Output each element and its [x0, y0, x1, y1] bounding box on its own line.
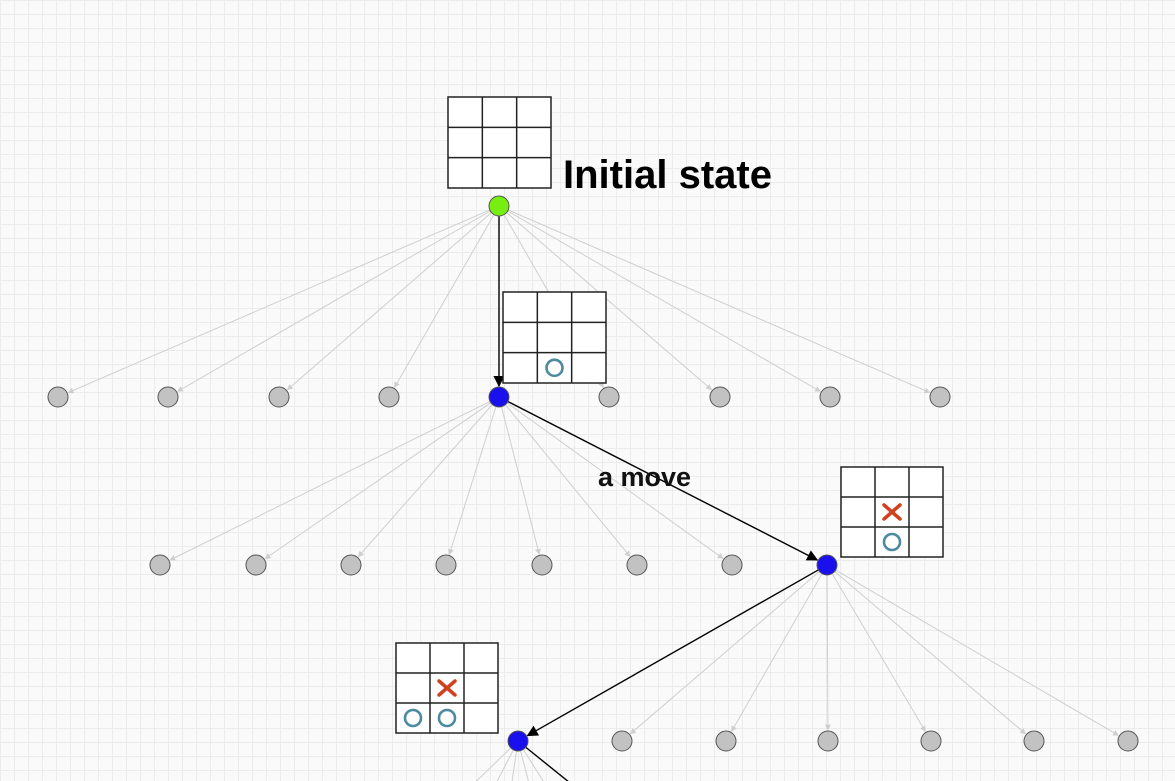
leaf-node: [245, 554, 267, 576]
x-mark: [882, 503, 902, 521]
leaf-node: [817, 730, 839, 752]
board-states: [395, 96, 944, 734]
faded-edge: [67, 209, 491, 394]
faded-edge: [264, 402, 492, 560]
faded-edge: [629, 571, 820, 735]
leaf-node: [340, 554, 362, 576]
faded-edge: [834, 571, 1027, 735]
leaf-node: [715, 730, 737, 752]
board-frame: [502, 291, 607, 384]
leaf-node: [378, 386, 400, 408]
faded-edges: [67, 209, 1120, 781]
o-mark: [403, 708, 423, 728]
leaf-node: [435, 554, 457, 576]
leaf-node: [1023, 730, 1045, 752]
faded-edge: [507, 210, 821, 392]
board-initial: [447, 96, 552, 189]
leaf-node: [611, 730, 633, 752]
faded-edge: [506, 402, 724, 559]
o-mark: [882, 532, 902, 552]
leaf-node: [819, 386, 841, 408]
faded-edge: [475, 740, 519, 781]
x-mark: [437, 679, 457, 697]
board-after-x: [840, 466, 944, 558]
faded-edge: [286, 212, 492, 391]
path-edges: [493, 216, 819, 781]
leaf-node: [721, 554, 743, 576]
leaf-node: [920, 730, 942, 752]
leaf-node: [149, 554, 171, 576]
leaf-node: [47, 386, 69, 408]
faded-edge: [394, 214, 495, 388]
leaf-node: [531, 554, 553, 576]
faded-edge: [500, 406, 541, 555]
tree-nodes: [47, 195, 1139, 752]
root-node: [488, 195, 510, 217]
faded-edge: [835, 569, 1120, 736]
leaf-node: [709, 386, 731, 408]
path-node: [507, 730, 529, 752]
leaf-node: [598, 386, 620, 408]
leaf-node: [929, 386, 951, 408]
o-mark: [437, 708, 457, 728]
path-edge: [507, 400, 819, 561]
faded-edge: [357, 404, 493, 558]
faded-edge: [731, 573, 823, 732]
path-node: [488, 386, 510, 408]
faded-edge: [448, 406, 497, 556]
leaf-node: [1117, 730, 1139, 752]
faded-edge: [169, 400, 491, 561]
faded-edge: [177, 210, 491, 392]
leaf-node: [157, 386, 179, 408]
path-node: [816, 554, 838, 576]
faded-edge: [517, 740, 544, 781]
faded-edge: [824, 574, 831, 731]
path-edge: [526, 569, 819, 737]
a-move-edge-label: a move: [598, 462, 691, 492]
faded-edge: [506, 212, 713, 391]
board-after-o: [502, 291, 607, 384]
initial-state-label: Initial state: [563, 153, 772, 197]
faded-edge: [504, 404, 631, 557]
leaf-node: [626, 554, 648, 576]
board-frame: [447, 96, 552, 189]
board-after-oo: [395, 642, 499, 734]
faded-edge: [831, 573, 926, 733]
leaf-node: [268, 386, 290, 408]
o-mark: [545, 358, 564, 378]
path-edge: [517, 740, 569, 781]
faded-edge: [507, 209, 931, 394]
